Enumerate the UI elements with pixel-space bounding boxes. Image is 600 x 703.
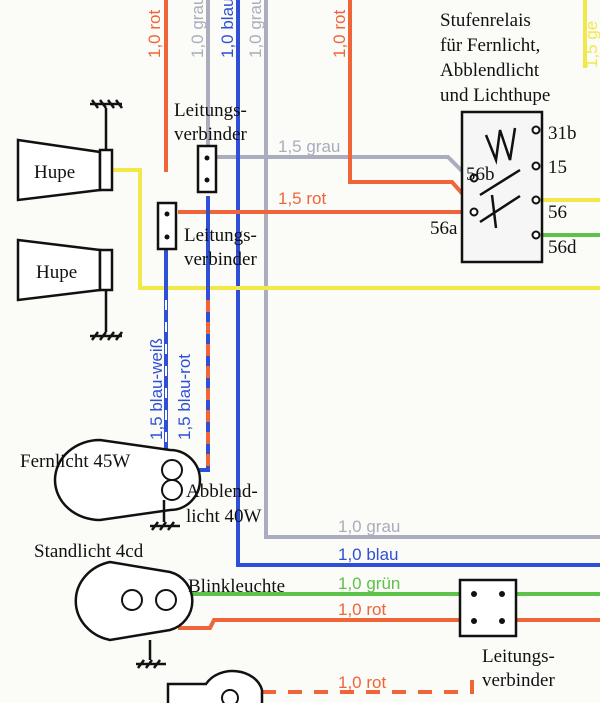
relay-pin-56: 56	[548, 202, 567, 223]
bottom-lamp	[166, 669, 264, 703]
relay-pin-56b: 56b	[466, 164, 495, 185]
wire-labels: 1,5 grau 1,5 rot 1,5 blau-weiß 1,5 blau-…	[147, 137, 400, 692]
connector-upper-box	[196, 144, 218, 194]
top-label-red-b: 1,0 rot	[330, 10, 349, 58]
connector-pin	[499, 591, 505, 597]
relay-pin-15: 15	[548, 157, 567, 178]
connector-middle: Leitungs- verbinder	[156, 201, 257, 270]
relay-pin-56a: 56a	[430, 218, 458, 239]
horn-upper-label: Hupe	[34, 162, 75, 183]
relay-pin-31b: 31b	[548, 123, 577, 144]
connector-lower-label-1: Leitungs-	[482, 646, 555, 667]
wire-red-2	[348, 0, 470, 202]
relay-terminal	[531, 230, 541, 240]
relay-inner-symbol	[479, 127, 521, 229]
relay-title-2: für Fernlicht,	[440, 35, 540, 56]
label-standlicht: Standlicht 4cd	[34, 541, 144, 562]
ground-icon	[90, 290, 123, 341]
label-grau-15: 1,5 grau	[278, 137, 340, 156]
bulb-icon	[155, 589, 177, 611]
connector-pin	[471, 591, 477, 597]
horn-upper: Hupe	[16, 99, 123, 202]
relay-terminal	[531, 125, 541, 135]
top-label-yellow: 1,5 ge	[582, 21, 600, 68]
connector-middle-label-2: verbinder	[184, 249, 257, 270]
ground-icon	[150, 500, 180, 531]
top-label-grey-a: 1,0 grau	[188, 0, 207, 58]
wire-red-10	[178, 618, 600, 630]
horn-lower-plug	[98, 248, 114, 292]
ground-icon	[136, 640, 166, 669]
bulb-icon	[161, 459, 183, 481]
indicator-lamp: Standlicht 4cd Blinkleuchte	[34, 541, 285, 669]
top-label-red-a: 1,0 rot	[145, 10, 164, 58]
connector-lower-label-2: verbinder	[482, 670, 555, 691]
label-rot-10: 1,0 rot	[338, 600, 386, 619]
ground-icon	[90, 99, 123, 150]
relay-terminal	[531, 195, 541, 205]
relay-title-3: Abblendlicht	[440, 60, 540, 81]
wire-yellow-horn-upper	[112, 168, 600, 290]
connector-middle-box	[156, 201, 178, 251]
connector-lower-box	[458, 578, 518, 638]
wire-red-bottom-dash	[262, 676, 474, 694]
connector-upper: Leitungs- verbinder	[174, 100, 247, 194]
connector-pin	[164, 211, 170, 217]
relay-title-1: Stufenrelais	[440, 10, 531, 31]
label-blau-10: 1,0 blau	[338, 545, 399, 564]
label-abblend-2: licht 40W	[186, 506, 262, 527]
relay: Stufenrelais für Fernlicht, Abblendlicht…	[430, 10, 577, 264]
bulb-icon	[161, 479, 183, 501]
label-grau-10: 1,0 grau	[338, 517, 400, 536]
top-label-blue: 1,0 blau	[218, 0, 237, 58]
relay-terminal	[531, 161, 541, 171]
bulb-icon	[221, 689, 239, 703]
label-fernlicht: Fernlicht 45W	[20, 451, 130, 472]
connector-pin	[471, 618, 477, 624]
wire-blue-10	[236, 0, 600, 567]
label-rot-10-bottom: 1,0 rot	[338, 673, 386, 692]
top-label-grey-b: 1,0 grau	[246, 0, 265, 58]
connector-pin	[204, 177, 210, 183]
relay-terminal	[469, 207, 479, 217]
connector-pin	[204, 155, 210, 161]
bulb-icon	[121, 589, 143, 611]
connector-middle-label-1: Leitungs-	[184, 225, 257, 246]
relay-pin-56d: 56d	[548, 237, 577, 258]
top-wire-labels: 1,0 rot 1,0 grau 1,0 blau 1,0 grau 1,0 r…	[145, 0, 600, 68]
label-gruen-10: 1,0 grün	[338, 574, 400, 593]
label-abblend-1: Abblend-	[186, 481, 258, 502]
relay-terminal	[469, 173, 479, 183]
relay-title-4: und Lichthupe	[440, 85, 550, 106]
wire-grey-2	[264, 0, 600, 539]
wire-grey-15	[208, 155, 470, 179]
label-blau-rot: 1,5 blau-rot	[175, 354, 194, 440]
horn-lower-label: Hupe	[36, 262, 77, 283]
horn-upper-plug	[98, 148, 114, 192]
connector-lower: Leitungs- verbinder	[458, 578, 555, 691]
connector-pin	[499, 618, 505, 624]
headlamp: Fernlicht 45W Abblend- licht 40W	[20, 438, 262, 531]
connector-upper-label-2: verbinder	[174, 124, 247, 145]
bottom-lamp-body	[166, 669, 264, 703]
label-rot-15: 1,5 rot	[278, 189, 326, 208]
horn-lower: Hupe	[16, 238, 123, 341]
connector-upper-label-1: Leitungs-	[174, 100, 247, 121]
label-blinkleuchte: Blinkleuchte	[188, 576, 285, 597]
label-blau-weiss: 1,5 blau-weiß	[147, 338, 166, 440]
connector-pin	[164, 234, 170, 240]
